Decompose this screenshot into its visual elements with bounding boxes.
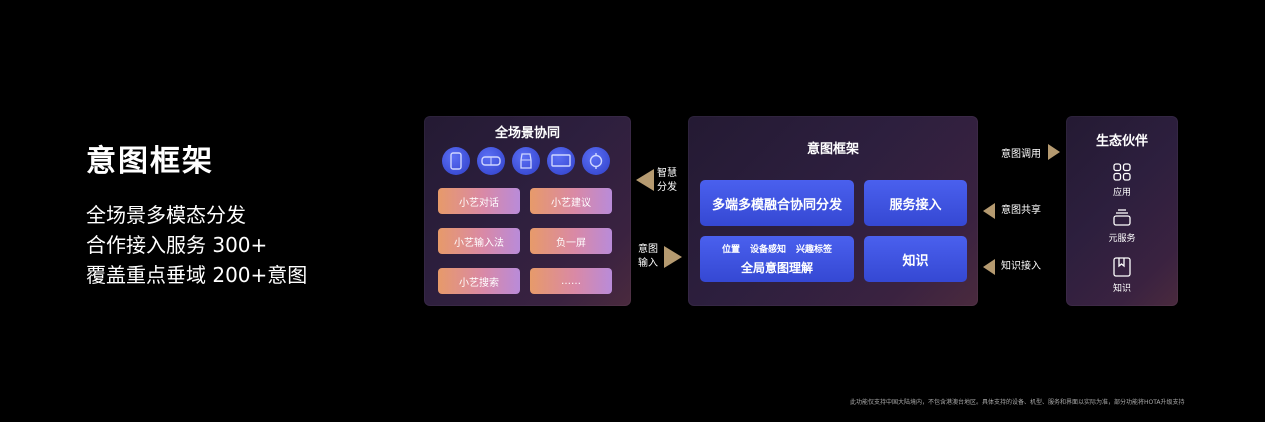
vr-headset-icon (477, 147, 505, 175)
intent-input-arrow (664, 246, 682, 268)
service-access-block: 服务接入 (864, 180, 967, 226)
xiaoyi-search-button[interactable]: 小艺搜索 (438, 268, 520, 294)
xiaoyi-dialog-button[interactable]: 小艺对话 (438, 188, 520, 214)
phone-icon (442, 147, 470, 175)
global-intent-block: 位置 设备感知 兴趣标签 全局意图理解 (700, 236, 854, 282)
eco-item-meta-service: 元服务 (1066, 208, 1178, 244)
intent-share-label: 意图共享 (1001, 205, 1041, 216)
tag-device-sensing: 设备感知 (749, 245, 786, 255)
eco-item-meta-service-label: 元服务 (1108, 234, 1136, 244)
intent-call-arrow (1048, 144, 1060, 160)
app-grid-icon (1113, 163, 1131, 181)
feature-line-1: 全场景多模态分发 (86, 203, 246, 227)
knowledge-block: 知识 (864, 236, 967, 282)
intent-share-arrow (983, 203, 995, 219)
xiaoyi-input-method-button[interactable]: 小艺输入法 (438, 228, 520, 254)
global-intent-label: 全局意图理解 (740, 261, 813, 275)
minus-one-screen-button[interactable]: 负一屏 (530, 228, 612, 254)
intent-call-label: 意图调用 (1001, 149, 1041, 160)
footnote: 此功能仅支持中国大陆境内，不包含港澳台地区。具体支持的设备、机型、服务和界面以实… (850, 399, 1185, 406)
eco-item-app: 应用 (1066, 162, 1178, 198)
entry-button-grid: 小艺对话 小艺建议 小艺输入法 负一屏 小艺搜索 …… (438, 188, 612, 294)
xiaoyi-suggest-button[interactable]: 小艺建议 (530, 188, 612, 214)
scenario-panel: 全场景协同 小艺对话 小艺建议 小艺输入法 负一屏 小艺搜索 …… (424, 116, 631, 306)
multi-device-dispatch-block: 多端多模融合协同分发 (700, 180, 854, 226)
ecosystem-panel-title: 生态伙伴 (1095, 134, 1148, 149)
feature-line-3: 覆盖重点垂域 200+意图 (86, 263, 308, 287)
book-icon (1113, 257, 1131, 277)
watch-icon (582, 147, 610, 175)
scenario-panel-title: 全场景协同 (494, 126, 560, 141)
eco-item-app-label: 应用 (1112, 188, 1131, 198)
ecosystem-panel: 生态伙伴 应用 元服务 知识 (1066, 116, 1178, 306)
intent-input-label: 意图 输入 (638, 244, 658, 269)
eco-item-knowledge: 知识 (1066, 256, 1178, 294)
knowledge-access-label: 知识接入 (1001, 261, 1041, 272)
car-icon (512, 147, 540, 175)
smart-dispatch-label: 智慧 分发 (657, 168, 677, 193)
feature-list: 全场景多模态分发 合作接入服务 300+ 覆盖重点垂域 200+意图 (86, 200, 307, 290)
page-title: 意图框架 (86, 144, 214, 179)
tv-icon (547, 147, 575, 175)
framework-panel: 意图框架 多端多模融合协同分发 服务接入 位置 设备感知 兴趣标签 全局意图理解… (688, 116, 978, 306)
knowledge-access-arrow (983, 259, 995, 275)
tag-location: 位置 (721, 245, 740, 255)
framework-panel-title: 意图框架 (806, 142, 859, 157)
meta-service-icon (1113, 209, 1131, 226)
tag-interest: 兴趣标签 (796, 245, 833, 255)
device-row (442, 147, 610, 175)
context-tags: 位置 设备感知 兴趣标签 (722, 242, 832, 255)
smart-dispatch-arrow (636, 169, 654, 191)
feature-line-2: 合作接入服务 300+ (86, 233, 268, 257)
more-button[interactable]: …… (530, 268, 612, 294)
eco-item-knowledge-label: 知识 (1112, 284, 1131, 294)
